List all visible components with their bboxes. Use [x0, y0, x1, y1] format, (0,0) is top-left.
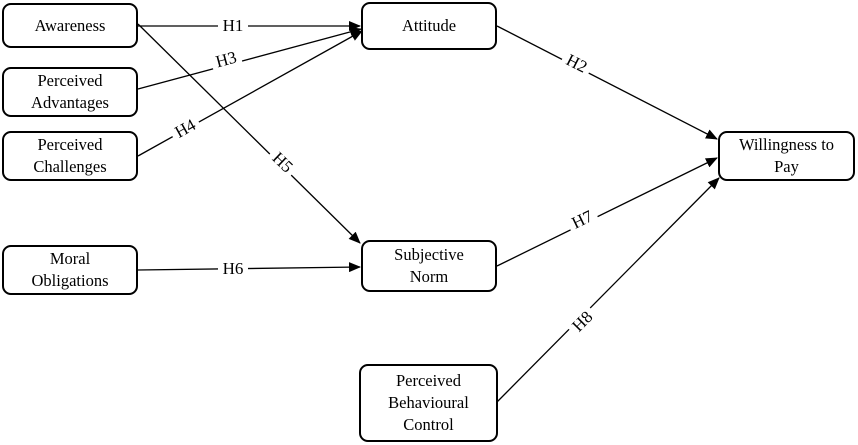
edge-h6 — [137, 262, 361, 273]
node-perceived-behavioural-control: Perceived Behavioural Control — [359, 364, 498, 442]
label-h1: H1 — [223, 16, 244, 35]
node-subjective-norm: Subjective Norm — [361, 240, 497, 292]
node-awareness: Awareness — [2, 3, 138, 48]
edge-h8 — [496, 177, 720, 403]
edge-h7 — [496, 157, 718, 267]
edge-h4 — [137, 30, 363, 157]
node-moral-obligations: Moral Obligations — [2, 245, 138, 295]
edge-h5 — [137, 23, 361, 244]
edge-h3 — [137, 27, 362, 90]
edge-h2 — [496, 25, 718, 140]
label-h3: H3 — [214, 48, 239, 72]
node-willingness-to-pay: Willingness to Pay — [718, 131, 855, 181]
label-h6: H6 — [223, 259, 244, 278]
node-attitude: Attitude — [361, 2, 497, 50]
node-perceived-advantages: Perceived Advantages — [2, 67, 138, 117]
node-perceived-challenges: Perceived Challenges — [2, 131, 138, 181]
